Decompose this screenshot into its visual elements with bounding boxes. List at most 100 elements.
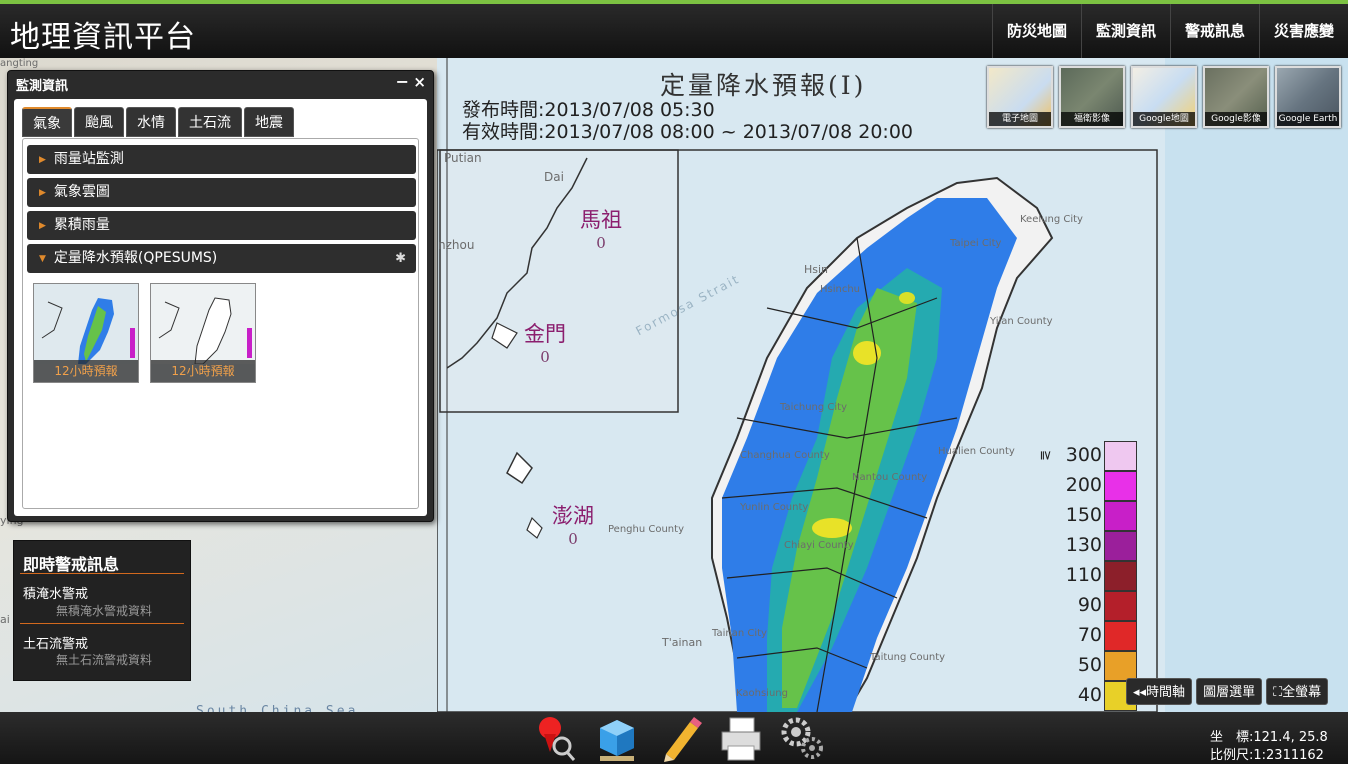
alert-panel-title: 即時警戒訊息 [23,555,120,574]
legend-row: 40 [1037,681,1137,711]
fullscreen-button[interactable]: ⛶全螢幕 [1266,678,1329,705]
accordion-label: 定量降水預報(QPESUMS) [53,250,218,266]
basemap-google-imagery[interactable]: Google影像 [1203,66,1269,128]
thumbnail-label: 12小時預報 [151,360,255,382]
accordion-rain-gauge[interactable]: ▶雨量站監測 [27,145,416,174]
close-button[interactable]: × [413,73,426,91]
basemap-switcher: 電子地圖 福衛影像 Google地圖 Google影像 Google Earth [987,66,1341,128]
legend-label: 150 [1065,504,1102,526]
legend-label: 90 [1077,594,1102,616]
nav-disaster-map[interactable]: 防災地圖 [991,4,1081,58]
panel-header[interactable]: 監測資訊 − × [8,71,433,97]
qpe-forecast-image [437,58,1165,712]
legend-row: 90 [1037,591,1137,621]
basemap-google-earth[interactable]: Google Earth [1275,66,1341,128]
footer-tools [530,712,828,764]
accordion-label: 累積雨量 [53,217,110,233]
alert-flood-text: 無積淹水警戒資料 [56,604,153,618]
map-label-tainan-short: T'ainan [662,636,703,649]
legend-row: 300 [1037,441,1137,471]
print-tool[interactable] [716,712,766,764]
legend-label: 130 [1065,534,1102,556]
map-label-south-china-sea: South China Sea [196,704,359,712]
settings-tool[interactable] [778,712,828,764]
legend-swatch [1104,531,1137,561]
tab-weather[interactable]: 氣象 [22,107,72,137]
3d-layer-tool[interactable] [592,712,642,764]
island-value: 0 [596,234,606,252]
scale-readout: 比例尺:1:2311162 [1210,748,1324,763]
legend-swatch [1104,561,1137,591]
rainfall-legend: 300 200 150 130 110 90 70 50 40 [1037,441,1137,711]
island-kinmen: 金門 0 [524,318,566,366]
qpe-thumbnail-color[interactable]: 12小時預報 [33,283,139,383]
minimize-button[interactable]: − [395,72,409,91]
map-pin-search-tool[interactable] [530,712,580,764]
qpe-thumbnail-image [151,284,255,365]
top-nav: 防災地圖 監測資訊 警戒訊息 災害應變 [991,4,1348,58]
divider [20,623,184,624]
map-label-angting: angting [0,58,39,69]
thumbnail-label: 12小時預報 [34,360,138,382]
map-tools: ◂◂時間軸 圖層選單 ⛶全螢幕 [1126,678,1329,705]
legend-row: 130 [1037,531,1137,561]
map-label-hsin: Hsin [804,263,829,276]
accordion-satellite-cloud[interactable]: ▶氣象雲圖 [27,178,416,207]
tab-content: ▶雨量站監測 ▶氣象雲圖 ▶ 累積雨量 ▼定量降水預報(QPESUMS) ✱ [22,138,419,509]
island-name: 馬祖 [580,208,622,232]
nav-warning-messages[interactable]: 警戒訊息 [1169,4,1259,58]
basemap-label: Google影像 [1205,112,1267,126]
pencil-icon [664,717,702,762]
legend-row: 110 [1037,561,1137,591]
accordion-qpesums[interactable]: ▼定量降水預報(QPESUMS) ✱ [27,244,416,273]
cube-icon [600,720,634,761]
legend-label: 40 [1077,684,1102,706]
gear-icon [781,717,823,759]
qpe-valid-time: 有效時間:2013/07/08 08:00 ~ 2013/07/08 20:00 [462,121,914,143]
legend-swatch [1104,501,1137,531]
legend-row: 200 [1037,471,1137,501]
island-name: 金門 [524,322,566,346]
layer-menu-button[interactable]: 圖層選單 [1196,678,1263,705]
qpe-thumbnail-outline[interactable]: 12小時預報 [150,283,256,383]
legend-swatch [1104,651,1137,681]
basemap-formosat-imagery[interactable]: 福衛影像 [1059,66,1125,128]
map-label-yunlin: Yunlin County [740,502,809,513]
nav-monitoring-info[interactable]: 監測資訊 [1080,4,1170,58]
qpe-thumbnail-image [34,284,138,364]
map-label-hsinchu: Hsinchu [820,284,861,295]
tab-typhoon[interactable]: 颱風 [74,107,124,137]
map-label-taitung: Taitung County [870,652,946,663]
alert-debris-text: 無土石流警戒資料 [56,653,153,667]
map-pin-magnifier-icon [539,717,576,761]
divider [20,573,184,574]
island-name: 澎湖 [552,504,594,528]
nav-disaster-response[interactable]: 災害應變 [1258,4,1348,58]
printer-icon [721,717,761,761]
chevron-right-icon: ▶ [39,155,46,165]
gear-icon[interactable]: ✱ [395,251,406,266]
basemap-label: Google地圖 [1133,112,1195,126]
taiwan-rainfall-map [437,58,1158,712]
monitor-panel: 監測資訊 − × 氣象 颱風 水情 土石流 地震 ▶雨量站監測 ▶氣象雲圖 ▶ 累… [7,70,434,522]
accordion-accumulated-rain[interactable]: ▶ 累積雨量 [27,211,416,240]
map-label-changhua: Changhua County [740,450,830,461]
map-label-hualien: Hualien County [938,446,1015,457]
qpe-title: 定量降水預報(I) [660,71,867,100]
basemap-electronic-map[interactable]: 電子地圖 [987,66,1053,128]
chevron-right-icon: ▶ [39,188,46,198]
basemap-google-map[interactable]: Google地圖 [1131,66,1197,128]
island-value: 0 [540,348,550,366]
legend-swatch [1104,621,1137,651]
timeline-button[interactable]: ◂◂時間軸 [1126,678,1193,705]
chevron-right-icon: ▶ [39,221,46,231]
map-label-nzhou: nzhou [438,238,475,252]
island-matsu: 馬祖 0 [580,204,622,252]
draw-tool[interactable] [654,712,704,764]
tab-water[interactable]: 水情 [126,107,176,137]
map-label-taichung: Taichung City [780,402,847,413]
tab-debris-flow[interactable]: 土石流 [178,107,242,137]
island-value: 0 [568,530,578,548]
tab-earthquake[interactable]: 地震 [244,107,294,137]
legend-swatch [1104,441,1137,471]
